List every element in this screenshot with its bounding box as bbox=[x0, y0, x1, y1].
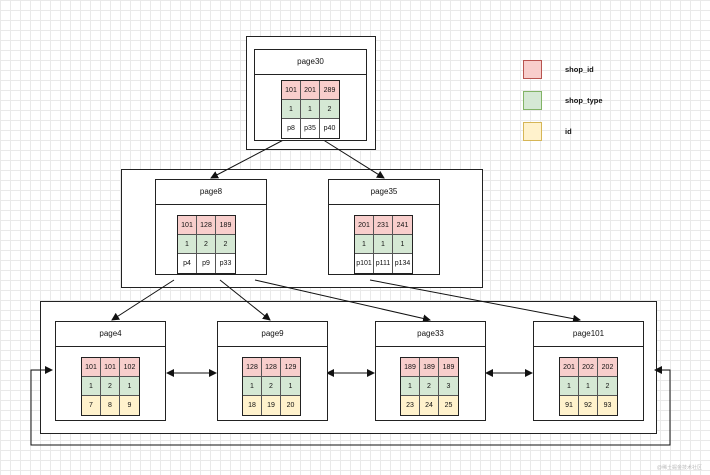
legend-label-id: id bbox=[565, 127, 572, 136]
cell: 241 bbox=[393, 216, 412, 235]
cell: 1 bbox=[178, 235, 197, 254]
watermark-text: @稀土掘金技术社区 bbox=[656, 465, 702, 471]
cell: 1 bbox=[282, 100, 301, 119]
cell: 20 bbox=[281, 396, 300, 415]
cell: 2 bbox=[197, 235, 216, 254]
cell: 102 bbox=[120, 358, 139, 377]
cell: 201 bbox=[355, 216, 374, 235]
cell: 189 bbox=[401, 358, 420, 377]
legend-swatch-id bbox=[523, 122, 542, 141]
page-node-root: page30 101 201 289 1 1 2 p8 p35 p40 bbox=[254, 49, 367, 141]
cell: 1 bbox=[355, 235, 374, 254]
cell: 101 bbox=[178, 216, 197, 235]
cell: 3 bbox=[439, 377, 458, 396]
cell: 2 bbox=[320, 100, 339, 119]
cell: p35 bbox=[301, 119, 320, 138]
cell: 1 bbox=[401, 377, 420, 396]
cell: 1 bbox=[82, 377, 101, 396]
cell: 202 bbox=[598, 358, 617, 377]
cell: 289 bbox=[320, 81, 339, 100]
cell: 128 bbox=[243, 358, 262, 377]
cell: 1 bbox=[374, 235, 393, 254]
page-title: page9 bbox=[218, 322, 327, 347]
page-node-internal: page35 201 231 241 1 1 1 p101 p111 p134 bbox=[328, 179, 440, 275]
cell: 2 bbox=[216, 235, 235, 254]
cell: 92 bbox=[579, 396, 598, 415]
edge-page8-page9 bbox=[219, 279, 271, 321]
cell: 91 bbox=[560, 396, 579, 415]
cell: 9 bbox=[120, 396, 139, 415]
leaf-link-wraparound bbox=[30, 366, 671, 446]
cell: 1 bbox=[120, 377, 139, 396]
cell: p40 bbox=[320, 119, 339, 138]
page-node-leaf: page101 201 202 202 1 1 2 91 92 93 bbox=[533, 321, 644, 421]
cell: 1 bbox=[301, 100, 320, 119]
legend-swatch-shop-type bbox=[523, 91, 542, 110]
edge-page30-page35 bbox=[316, 135, 385, 179]
cell: 189 bbox=[420, 358, 439, 377]
cell: 8 bbox=[101, 396, 120, 415]
cell: 101 bbox=[282, 81, 301, 100]
legend-label-shop-id: shop_id bbox=[565, 65, 594, 74]
cell: 201 bbox=[301, 81, 320, 100]
cell: 1 bbox=[579, 377, 598, 396]
cell: p111 bbox=[374, 254, 393, 273]
page-title: page33 bbox=[376, 322, 485, 347]
key-grid: 201 231 241 1 1 1 p101 p111 p134 bbox=[354, 215, 413, 274]
cell: 18 bbox=[243, 396, 262, 415]
cell: 101 bbox=[101, 358, 120, 377]
edge-page35-page101 bbox=[369, 279, 581, 323]
cell: 7 bbox=[82, 396, 101, 415]
legend-label-shop-type: shop_type bbox=[565, 96, 603, 105]
cell: 23 bbox=[401, 396, 420, 415]
cell: 129 bbox=[281, 358, 300, 377]
cell: 231 bbox=[374, 216, 393, 235]
page-title: page8 bbox=[156, 180, 266, 205]
key-grid: 101 101 102 1 2 1 7 8 9 bbox=[81, 357, 140, 416]
edge-page8-page4 bbox=[111, 279, 175, 321]
cell: 1 bbox=[393, 235, 412, 254]
page-node-leaf: page9 128 128 129 1 2 1 18 19 20 bbox=[217, 321, 328, 421]
cell: 128 bbox=[262, 358, 281, 377]
key-grid: 101 128 189 1 2 2 p4 p9 p33 bbox=[177, 215, 236, 274]
cell: 1 bbox=[560, 377, 579, 396]
cell: p8 bbox=[282, 119, 301, 138]
cell: 1 bbox=[281, 377, 300, 396]
cell: 2 bbox=[262, 377, 281, 396]
cell: p4 bbox=[178, 254, 197, 273]
cell: 202 bbox=[579, 358, 598, 377]
cell: 101 bbox=[82, 358, 101, 377]
edge-page8-page33 bbox=[254, 279, 431, 323]
cell: 24 bbox=[420, 396, 439, 415]
key-grid: 128 128 129 1 2 1 18 19 20 bbox=[242, 357, 301, 416]
cell: 19 bbox=[262, 396, 281, 415]
cell: 2 bbox=[420, 377, 439, 396]
cell: 1 bbox=[243, 377, 262, 396]
edge-page30-page8 bbox=[210, 135, 292, 179]
key-grid: 201 202 202 1 1 2 91 92 93 bbox=[559, 357, 618, 416]
page-title: page30 bbox=[255, 50, 366, 75]
cell: p9 bbox=[197, 254, 216, 273]
key-grid: 189 189 189 1 2 3 23 24 25 bbox=[400, 357, 459, 416]
page-node-leaf: page33 189 189 189 1 2 3 23 24 25 bbox=[375, 321, 486, 421]
cell: 2 bbox=[598, 377, 617, 396]
legend-swatch-shop-id bbox=[523, 60, 542, 79]
cell: 128 bbox=[197, 216, 216, 235]
cell: 25 bbox=[439, 396, 458, 415]
cell: 189 bbox=[439, 358, 458, 377]
page-title: page101 bbox=[534, 322, 643, 347]
cell: 201 bbox=[560, 358, 579, 377]
key-grid: 101 201 289 1 1 2 p8 p35 p40 bbox=[281, 80, 340, 139]
cell: 93 bbox=[598, 396, 617, 415]
cell: 2 bbox=[101, 377, 120, 396]
page-node-internal: page8 101 128 189 1 2 2 p4 p9 p33 bbox=[155, 179, 267, 275]
cell: 189 bbox=[216, 216, 235, 235]
page-node-leaf: page4 101 101 102 1 2 1 7 8 9 bbox=[55, 321, 166, 421]
page-title: page4 bbox=[56, 322, 165, 347]
page-title: page35 bbox=[329, 180, 439, 205]
cell: p134 bbox=[393, 254, 412, 273]
cell: p33 bbox=[216, 254, 235, 273]
cell: p101 bbox=[355, 254, 374, 273]
